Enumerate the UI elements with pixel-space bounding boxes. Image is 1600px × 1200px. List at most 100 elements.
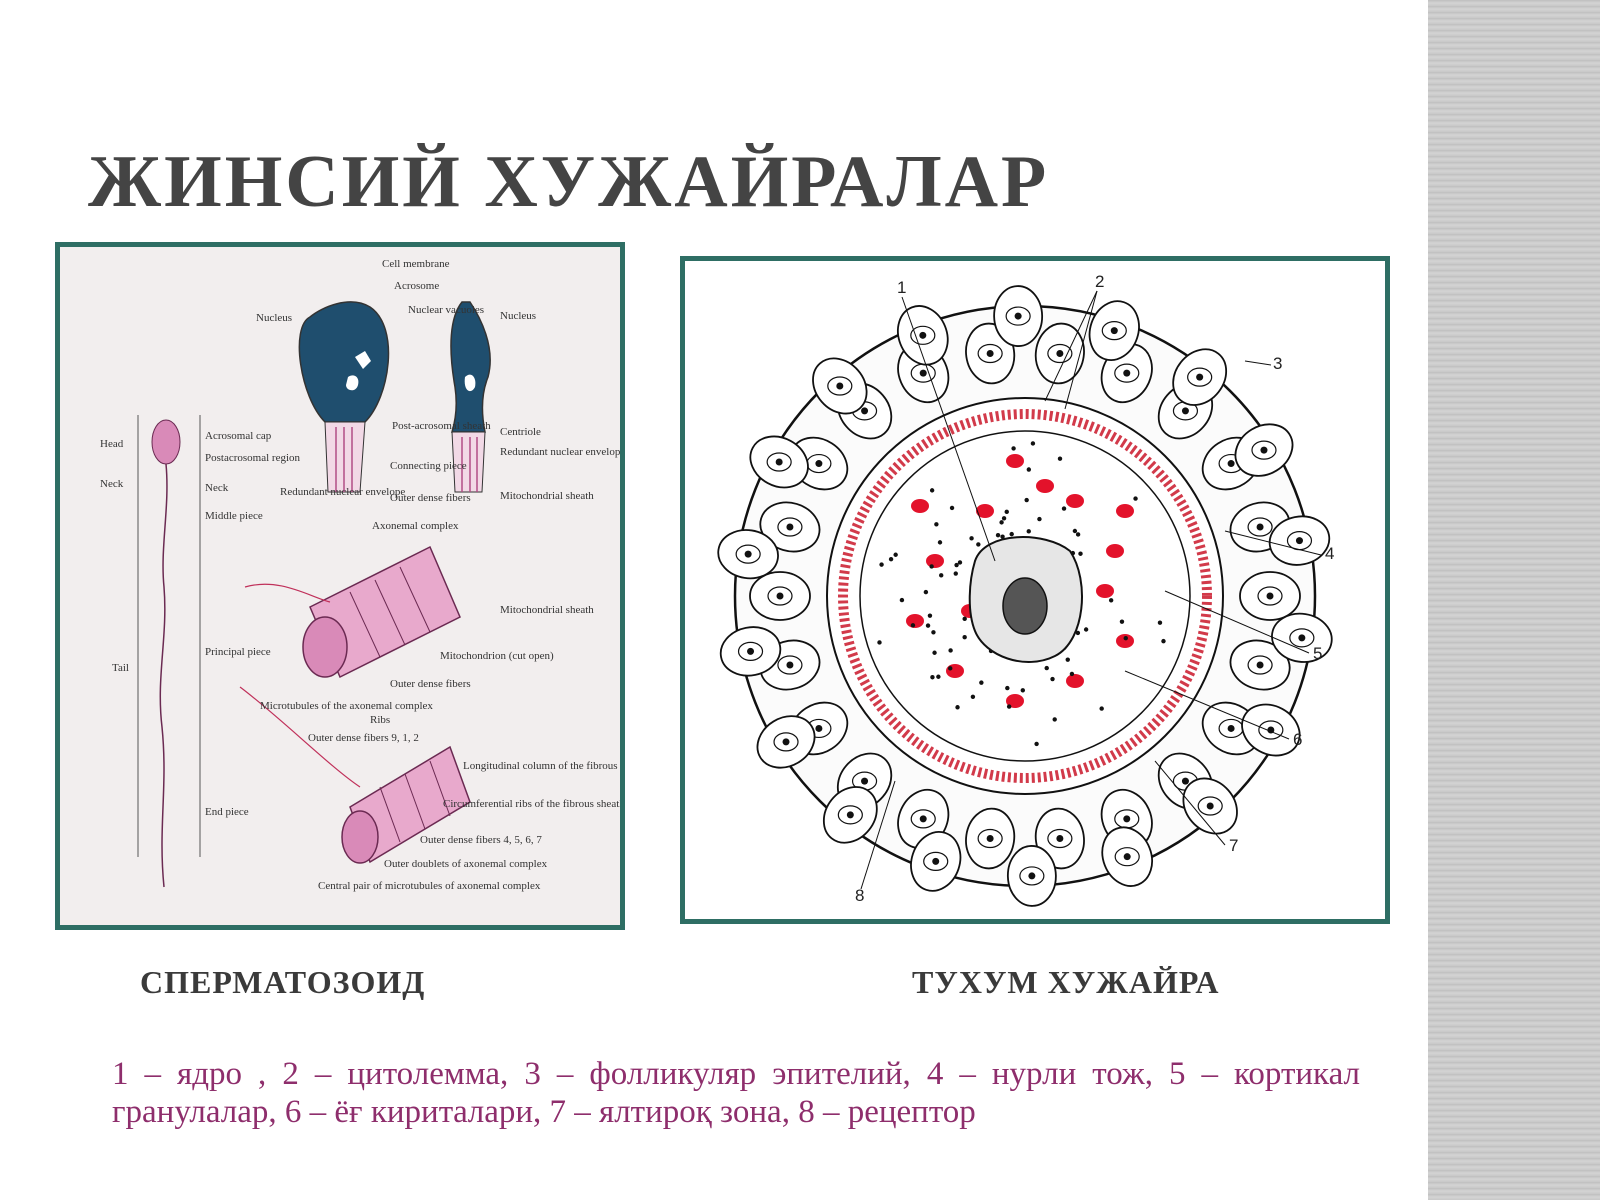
follicle-cell-nucleolus — [745, 551, 752, 558]
yolk-inclusion — [948, 648, 952, 652]
yolk-inclusion — [1058, 457, 1062, 461]
label-outer-dense-fibers-912: Outer dense fibers 9, 1, 2 — [308, 732, 419, 744]
follicle-cell-nucleolus — [777, 593, 784, 600]
yolk-inclusion — [1027, 467, 1031, 471]
label-outer-dense-fibers: Outer dense fibers — [390, 678, 471, 690]
yolk-inclusion — [1045, 666, 1049, 670]
follicle-cell-nucleolus — [987, 835, 994, 842]
label-mitochondrial-sheath-top: Mitochondrial sheath — [500, 490, 594, 502]
yolk-inclusion — [1053, 717, 1057, 721]
label-cell-membrane: Cell membrane — [382, 258, 450, 270]
follicle-cell-nucleolus — [1182, 407, 1189, 414]
yolk-inclusion — [948, 666, 952, 670]
follicle-cell-nucleolus — [1028, 872, 1035, 879]
follicle-cell-nucleolus — [786, 662, 793, 669]
yolk-inclusion — [924, 590, 928, 594]
egg-label-4: 4 — [1325, 544, 1334, 563]
follicle-cell-nucleolus — [1257, 523, 1264, 530]
follicle-cell-nucleolus — [932, 858, 939, 865]
yolk-inclusion — [1050, 677, 1054, 681]
follicle-cell-nucleolus — [861, 778, 868, 785]
label-end-piece: End piece — [205, 806, 249, 818]
yolk-inclusion — [1070, 672, 1074, 676]
sperm-figure-frame: Cell membrane Acrosome Nucleus Nuclear v… — [55, 242, 625, 930]
caption-egg: ТУХУМ ХУЖАЙРА — [912, 964, 1219, 1001]
label-outer-doublets: Outer doublets of axonemal complex — [384, 858, 548, 870]
yolk-inclusion — [1009, 532, 1013, 536]
yolk-inclusion — [939, 573, 943, 577]
label-redundant-envelope-right: Redundant nuclear envelope — [500, 446, 620, 458]
follicle-cell-nucleolus — [776, 458, 783, 465]
cortical-granule — [1106, 544, 1124, 558]
label-mitochondrion-cut-open: Mitochondrion (cut open) — [440, 650, 554, 662]
yolk-inclusion — [928, 613, 932, 617]
yolk-inclusion — [931, 630, 935, 634]
cortical-granule — [911, 499, 929, 513]
yolk-inclusion — [954, 571, 958, 575]
yolk-inclusion — [999, 520, 1003, 524]
label-axonemal-complex: Axonemal complex — [372, 520, 459, 532]
yolk-inclusion — [1066, 657, 1070, 661]
slide-title: ЖИНСИЙ ХУЖАЙРАЛАР — [88, 140, 1049, 225]
follicle-cell-nucleolus — [1257, 662, 1264, 669]
label-circumferential-ribs: Circumferential ribs of the fibrous shea… — [443, 798, 620, 810]
label-nuclear-vacuoles: Nuclear vacuoles — [408, 304, 484, 316]
egg-label-1: 1 — [897, 278, 906, 297]
cortical-granule — [1116, 634, 1134, 648]
follicle-cell-nucleolus — [847, 811, 854, 818]
label-longitudinal-column: Longitudinal column of the fibrous sheat… — [463, 760, 620, 772]
label-neck-left: Neck — [100, 478, 124, 490]
yolk-inclusion — [1073, 529, 1077, 533]
yolk-inclusion — [1076, 532, 1080, 536]
cortical-granule — [1096, 584, 1114, 598]
yolk-inclusion — [889, 557, 893, 561]
follicle-cell-nucleolus — [1296, 537, 1303, 544]
yolk-inclusion — [930, 675, 934, 679]
egg-label-6: 6 — [1293, 730, 1302, 749]
label-microtubules-axonemal: Microtubules of the axonemal complex — [260, 700, 433, 712]
yolk-inclusion — [971, 695, 975, 699]
follicle-cell-nucleolus — [747, 648, 754, 655]
follicle-cell-nucleolus — [1123, 815, 1130, 822]
midpiece-cross-section — [245, 547, 460, 677]
yolk-inclusion — [1027, 529, 1031, 533]
cortical-granule — [1006, 454, 1024, 468]
follicle-cell-nucleolus — [861, 407, 868, 414]
cortical-granule — [926, 554, 944, 568]
egg-label-7: 7 — [1229, 836, 1238, 855]
yolk-inclusion — [879, 562, 883, 566]
yolk-inclusion — [955, 705, 959, 709]
follicle-cell-nucleolus — [815, 460, 822, 467]
yolk-inclusion — [930, 488, 934, 492]
yolk-inclusion — [1158, 621, 1162, 625]
yolk-inclusion — [979, 680, 983, 684]
follicle-cell-nucleolus — [1228, 725, 1235, 732]
egg-figure-frame: 1 2 3 4 5 6 7 8 — [680, 256, 1390, 924]
label-post-acrosomal-sheath: Post-acrosomal sheath — [392, 420, 491, 432]
label-connecting-piece: Connecting piece — [390, 460, 467, 472]
yolk-inclusion — [893, 553, 897, 557]
yolk-inclusion — [926, 623, 930, 627]
yolk-inclusion — [1011, 446, 1015, 450]
figure-legend: 1 – ядро , 2 – цитолемма, 3 – фолликуляр… — [112, 1055, 1360, 1131]
follicle-cell-nucleolus — [836, 382, 843, 389]
yolk-inclusion — [1021, 688, 1025, 692]
label-mitochondrial-sheath: Mitochondrial sheath — [500, 604, 594, 616]
yolk-inclusion — [1120, 619, 1124, 623]
yolk-inclusion — [996, 533, 1000, 537]
yolk-inclusion — [954, 563, 958, 567]
sperm-diagram: Cell membrane Acrosome Nucleus Nuclear v… — [60, 247, 620, 925]
yolk-inclusion — [950, 506, 954, 510]
yolk-inclusion — [932, 651, 936, 655]
yolk-inclusion — [1002, 516, 1006, 520]
yolk-inclusion — [1005, 686, 1009, 690]
whole-sperm-drawing — [138, 415, 200, 887]
egg-label-5: 5 — [1313, 644, 1322, 663]
label-principal-piece: Principal piece — [205, 646, 271, 658]
label-redundant-envelope-left: Redundant nuclear envelope — [280, 486, 405, 498]
yolk-inclusion — [1037, 517, 1041, 521]
yolk-inclusion — [1062, 506, 1066, 510]
follicle-cell-nucleolus — [1056, 350, 1063, 357]
yolk-inclusion — [1084, 627, 1088, 631]
egg-cell-diagram: 1 2 3 4 5 6 7 8 — [685, 261, 1385, 919]
